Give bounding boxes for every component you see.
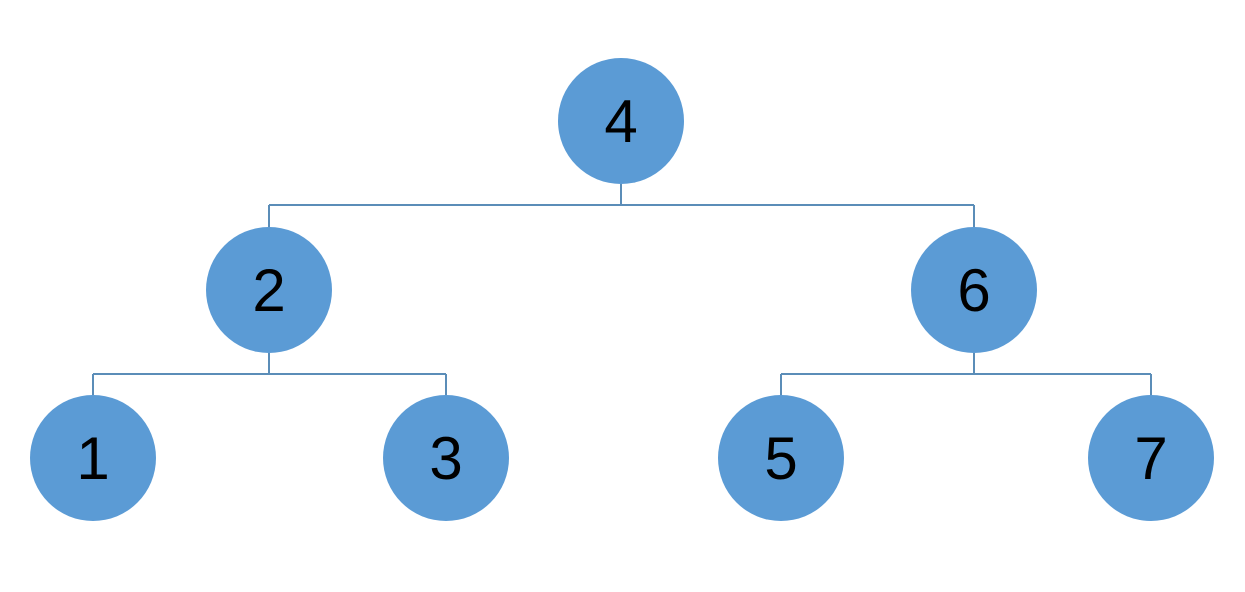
- tree-node-7: 7: [1088, 395, 1214, 521]
- node-label: 5: [764, 425, 797, 492]
- connector-from-n2: [92, 353, 447, 395]
- node-circle: [383, 395, 509, 521]
- node-circle: [558, 58, 684, 184]
- tree-nodes: 4 2 6 1 3 5 7: [30, 58, 1214, 521]
- node-label: 2: [252, 257, 285, 324]
- node-label: 4: [604, 88, 637, 155]
- tree-node-5: 5: [718, 395, 844, 521]
- connector-from-n4: [268, 184, 975, 227]
- tree-node-2: 2: [206, 227, 332, 353]
- tree-connectors: [92, 184, 1152, 395]
- node-circle: [206, 227, 332, 353]
- node-label: 1: [76, 425, 109, 492]
- node-circle: [30, 395, 156, 521]
- node-circle: [1088, 395, 1214, 521]
- tree-node-6: 6: [911, 227, 1037, 353]
- node-label: 7: [1134, 425, 1167, 492]
- node-label: 3: [429, 425, 462, 492]
- tree-node-4: 4: [558, 58, 684, 184]
- connector-from-n6: [780, 353, 1152, 395]
- node-circle: [718, 395, 844, 521]
- tree-node-1: 1: [30, 395, 156, 521]
- tree-node-3: 3: [383, 395, 509, 521]
- node-label: 6: [957, 257, 990, 324]
- node-circle: [911, 227, 1037, 353]
